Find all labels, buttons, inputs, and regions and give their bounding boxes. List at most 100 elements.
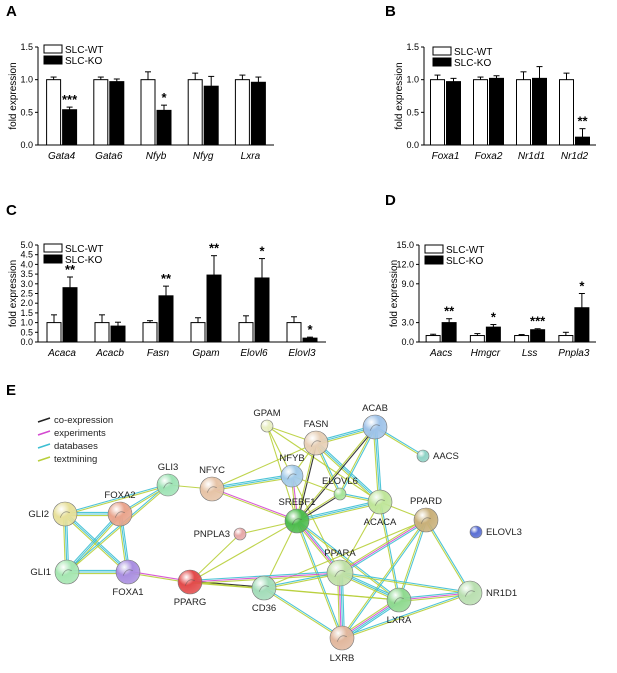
significance-marker: * [307,322,313,337]
bar-wt [234,79,250,146]
bar-ko [574,307,590,343]
network-node-nr1d1[interactable] [457,580,483,606]
network-edge [211,489,297,523]
bar-ko [158,295,174,343]
significance-marker: *** [530,314,546,329]
network-edge [342,593,471,640]
network-node-label: GLI3 [158,462,179,473]
network-node-gli2[interactable] [52,501,78,527]
significance-marker: * [161,90,167,105]
network-legend-label: experiments [54,428,106,439]
network-edge [264,586,343,638]
legend-line-textmining [37,456,51,462]
network-node-pparg[interactable] [177,569,203,595]
network-node-gpam[interactable] [260,419,274,433]
category-label: Aacs [429,348,452,359]
node-structure-glyph [184,579,195,586]
network-node-pnpla3[interactable] [233,527,247,541]
network-node-ppara[interactable] [326,559,354,587]
network-edge [426,519,472,593]
network-edge [295,442,316,521]
network-node-fasn[interactable] [303,430,329,456]
network-edge [297,427,377,522]
network-node-aacs[interactable] [416,449,430,463]
legend-label-ko: SLC-KO [65,255,102,266]
network-node-acaca[interactable] [367,489,393,515]
network-node-elovl6[interactable] [333,487,347,501]
network-node-nfyb[interactable] [280,464,304,488]
network-edge [212,477,293,492]
network-node-gli1[interactable] [54,559,80,585]
significance-marker: *** [62,92,78,107]
network-node-foxa1[interactable] [115,559,141,585]
network-edge [296,521,399,602]
network-node-ppard[interactable] [413,507,439,533]
bar-ko [575,136,590,146]
legend-line-experiments [37,430,51,436]
network-node-label: ACACA [364,517,397,528]
bar-ko [110,325,126,343]
bar-ko [530,329,546,343]
network-edge [340,571,471,593]
bar-ko [156,109,172,146]
bar-ko [441,322,457,343]
category-label: Nfyb [146,151,167,162]
network-edge [297,519,400,600]
y-tick-label: 2.5 [20,289,33,299]
network-edge [338,518,426,573]
bar-wt [142,322,158,343]
y-tick-label: 0.5 [20,107,33,117]
legend-swatch-ko [43,254,63,264]
y-tick-label: 0.0 [20,140,33,150]
network-node-srebf1[interactable] [284,508,310,534]
network-node-label: ELOVL6 [322,476,358,487]
bar-ko [109,81,125,146]
network-edge [316,441,382,502]
category-label: Lxra [241,151,261,162]
legend-swatch-ko [432,57,452,67]
network-edge [297,520,344,638]
network-node-gli3[interactable] [156,473,180,497]
network-node-label: GLI2 [28,509,49,520]
network-node-lxrb[interactable] [329,625,355,651]
network-edge [66,513,121,573]
category-label: Foxa2 [475,151,503,162]
network-node-elovl3[interactable] [469,525,483,539]
node-structure-glyph [291,518,302,525]
significance-marker: ** [65,262,76,277]
legend-swatch-ko [424,255,444,265]
network-node-label: LXRA [387,615,412,626]
legend-label-wt: SLC-WT [446,245,484,256]
network-node-label: FASN [304,419,329,430]
network-edge [67,514,122,574]
network-edge [376,426,383,502]
network-node-cd36[interactable] [251,575,277,601]
network-node-foxa2[interactable] [107,501,133,527]
category-label: Nfyg [193,151,214,162]
network-node-label: NFYB [279,453,304,464]
network-edge [263,588,342,640]
network-edge [339,573,470,595]
node-structure-glyph [336,635,347,642]
network-node-lxra[interactable] [386,587,412,613]
network-node-acab[interactable] [362,414,388,440]
network-node-label: ACAB [362,403,388,414]
bar-wt [430,79,445,146]
bar-wt [514,335,530,343]
network-edge [341,591,470,638]
node-structure-glyph [393,597,404,604]
y-axis-label: fold expression [394,62,405,129]
legend-line-databases [37,443,51,449]
network-node-nfyc[interactable] [199,476,225,502]
category-label: Lss [522,348,538,359]
network-edge [340,427,377,495]
significance-marker: * [259,244,265,259]
network-edge [372,427,379,503]
network-legend-label: co-expression [54,415,113,426]
network-node-label: PPARA [324,548,356,559]
category-label: Fasn [147,348,170,359]
network-edge [64,483,168,514]
